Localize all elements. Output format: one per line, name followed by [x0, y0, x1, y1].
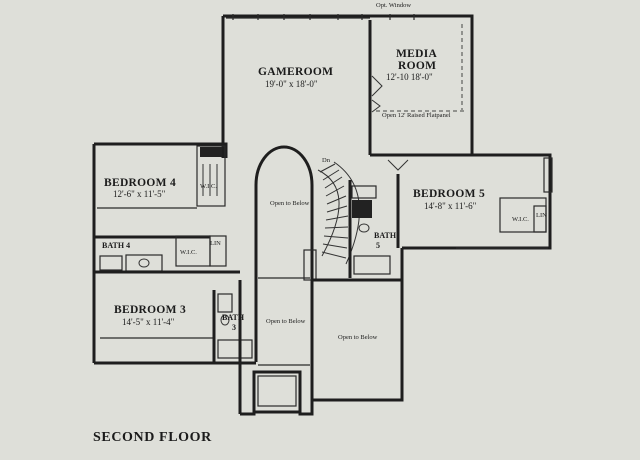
open-to-below-1: Open to Below [270, 200, 310, 207]
bath-4-name: BATH 4 [102, 241, 131, 250]
stair-down-tag: Dn [322, 157, 330, 164]
bath-5-area [348, 180, 391, 278]
linen-tag: LIN [210, 240, 221, 247]
bath-3-name-2: 3 [232, 323, 236, 332]
bedroom-4-name: BEDROOM 4 [104, 177, 177, 189]
bath-3-name-1: BATH [222, 313, 245, 322]
open-to-below-3: Open to Below [338, 334, 378, 341]
bath-5-name-1: BATH [374, 231, 397, 240]
bath-4-area [94, 235, 240, 274]
upper-block-walls [221, 14, 474, 158]
lower-open-area [240, 278, 404, 416]
bedroom-3-dims: 14'-5" x 11'-4" [122, 317, 175, 327]
wic-bath4-tag: W.I.C. [180, 249, 197, 256]
linen-b5-tag: LIN [536, 212, 547, 219]
bedroom-5-walls [372, 153, 553, 282]
bedroom-4-dims: 12'-6" x 11'-5" [113, 189, 166, 199]
optional-window-tag: Opt. Window [376, 2, 412, 9]
floor-title: SECOND FLOOR [93, 430, 212, 445]
wic-bedroom4-tag: W.I.C. [200, 183, 217, 190]
bedroom-5-dims: 14'-8" x 11'-6" [424, 201, 477, 211]
media-room-name-2: ROOM [398, 60, 437, 72]
media-room-ceiling: Open 12' Raised Flatpanel [382, 112, 451, 119]
bedroom-3-walls [92, 272, 256, 365]
open-to-below-2: Open to Below [266, 318, 306, 325]
media-room-name-1: MEDIA [396, 48, 438, 60]
media-room-dims: 12'-10 18'-0" [386, 72, 433, 82]
bath-3-area [217, 293, 253, 359]
bedroom-3-name: BEDROOM 3 [114, 304, 187, 316]
bath-5-name-2: 5 [376, 241, 380, 250]
gameroom-name: GAMEROOM [258, 66, 334, 78]
bedroom-5-name: BEDROOM 5 [413, 188, 486, 200]
wic-bedroom5-tag: W.I.C. [512, 216, 529, 223]
bedroom-4-walls [92, 142, 228, 272]
gameroom-dims: 19'-0" x 18'-0" [265, 79, 318, 89]
